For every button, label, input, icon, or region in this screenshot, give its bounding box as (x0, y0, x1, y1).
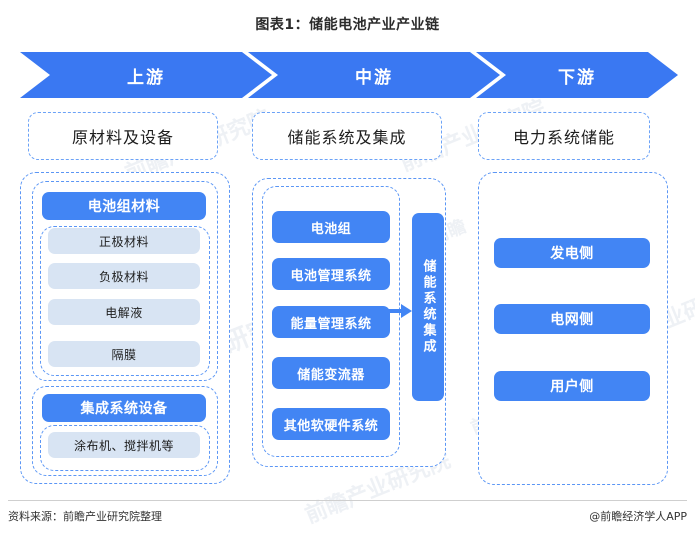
page-title: 图表1：储能电池产业产业链 (255, 17, 440, 33)
chevron-downstream: 下游 (476, 52, 678, 98)
downstream-item-grid-side: 电网侧 (494, 304, 650, 334)
group-equipment-sub (40, 425, 210, 471)
midstream-item-battery-pack: 电池组 (272, 211, 390, 243)
stage-head-midstream: 储能系统及集成 (252, 112, 442, 160)
upstream-group-header-cell-materials: 电池组材料 (42, 192, 206, 220)
footer-divider (8, 500, 687, 501)
stage-head-upstream: 原材料及设备 (28, 112, 218, 160)
upstream-item-electrolyte: 电解液 (48, 299, 200, 325)
midstream-item-pcs: 储能变流器 (272, 357, 390, 389)
midstream-system-integration: 储能系统集成 (412, 213, 444, 401)
chevron-upstream: 上游 (20, 52, 272, 98)
upstream-item-anode-material: 负极材料 (48, 263, 200, 289)
upstream-item-coater-mixer: 涂布机、搅拌机等 (48, 432, 200, 458)
group-cell-materials (32, 181, 218, 381)
arrow-right-icon (381, 303, 413, 319)
midstream-item-ems: 能量管理系统 (272, 306, 390, 338)
stage-head-downstream: 电力系统储能 (478, 112, 650, 160)
downstream-item-generation-side: 发电侧 (494, 238, 650, 268)
upstream-item-separator: 隔膜 (48, 341, 200, 367)
upstream-item-cathode-material: 正极材料 (48, 228, 200, 254)
stage-chevron-band: 上游 中游 下游 (20, 52, 678, 98)
group-midstream-inner (262, 186, 400, 457)
chevron-midstream: 中游 (248, 52, 500, 98)
upstream-group-header-equipment: 集成系统设备 (42, 394, 206, 422)
group-cell-materials-sub (40, 226, 210, 376)
midstream-item-bms: 电池管理系统 (272, 258, 390, 290)
downstream-item-user-side: 用户侧 (494, 371, 650, 401)
group-equipment (32, 386, 218, 476)
midstream-item-other-hw-sw: 其他软硬件系统 (272, 408, 390, 440)
footer-source: 资料来源：前瞻产业研究院整理 (8, 510, 162, 523)
footer-credit: @前瞻经济学人APP (589, 510, 687, 523)
